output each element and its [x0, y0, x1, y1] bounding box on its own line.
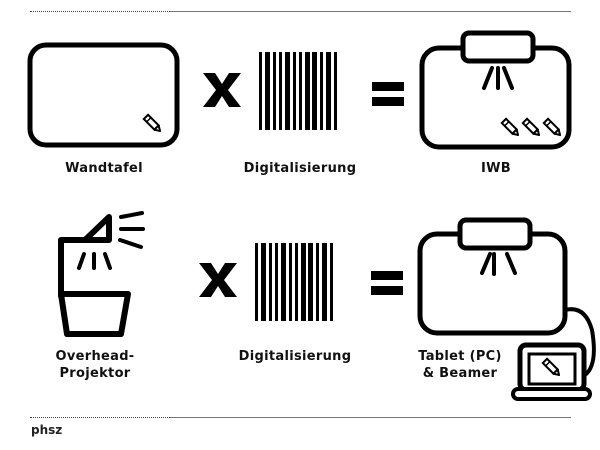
whiteboard-icon — [27, 42, 180, 148]
label-digitalisierung-1: Digitalisierung — [243, 161, 357, 176]
overhead-projector-icon — [58, 211, 145, 337]
label-tablet-beamer: Tablet (PC) & Beamer — [405, 348, 515, 382]
equals-icon-2 — [371, 271, 403, 295]
label-wandtafel: Wandtafel — [65, 161, 143, 176]
label-tablet-line2: & Beamer — [422, 366, 498, 381]
label-overhead-line1: Overhead- — [55, 349, 135, 364]
iwb-icon — [419, 30, 572, 150]
barcode-icon — [259, 52, 337, 130]
board-projector-tablet-icon — [417, 217, 596, 401]
label-overhead-projektor: Overhead- Projektor — [30, 348, 160, 382]
multiply-icon — [203, 73, 241, 107]
label-overhead-line2: Projektor — [59, 366, 131, 381]
label-tablet-line1: Tablet (PC) — [418, 349, 502, 364]
label-digitalisierung-2: Digitalisierung — [238, 349, 352, 364]
label-iwb: IWB — [481, 161, 511, 176]
footer-logo-text: phsz — [31, 423, 63, 437]
multiply-icon-2 — [199, 263, 237, 297]
equals-icon — [372, 82, 404, 106]
barcode-icon-2 — [255, 243, 333, 321]
